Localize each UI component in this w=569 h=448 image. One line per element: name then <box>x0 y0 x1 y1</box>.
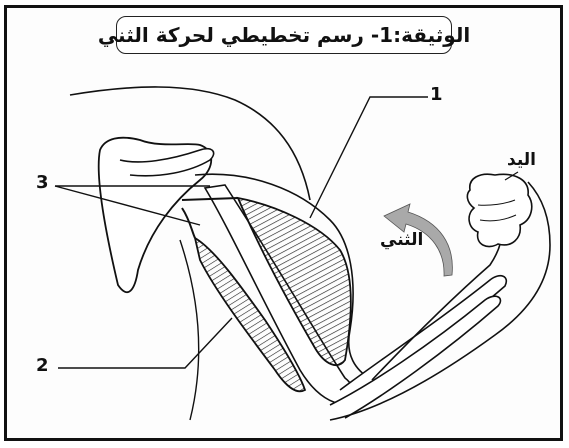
leader-line-1 <box>310 97 428 218</box>
torso-edge <box>180 240 199 420</box>
leader-line-2 <box>58 318 232 368</box>
hand-fist <box>467 174 531 246</box>
label-flexion: الثني <box>380 230 423 250</box>
label-1: 1 <box>430 84 443 105</box>
label-2: 2 <box>36 355 49 376</box>
label-3: 3 <box>36 172 49 193</box>
label-hand: اليد <box>507 150 536 170</box>
forearm-bone-lower <box>330 296 500 418</box>
